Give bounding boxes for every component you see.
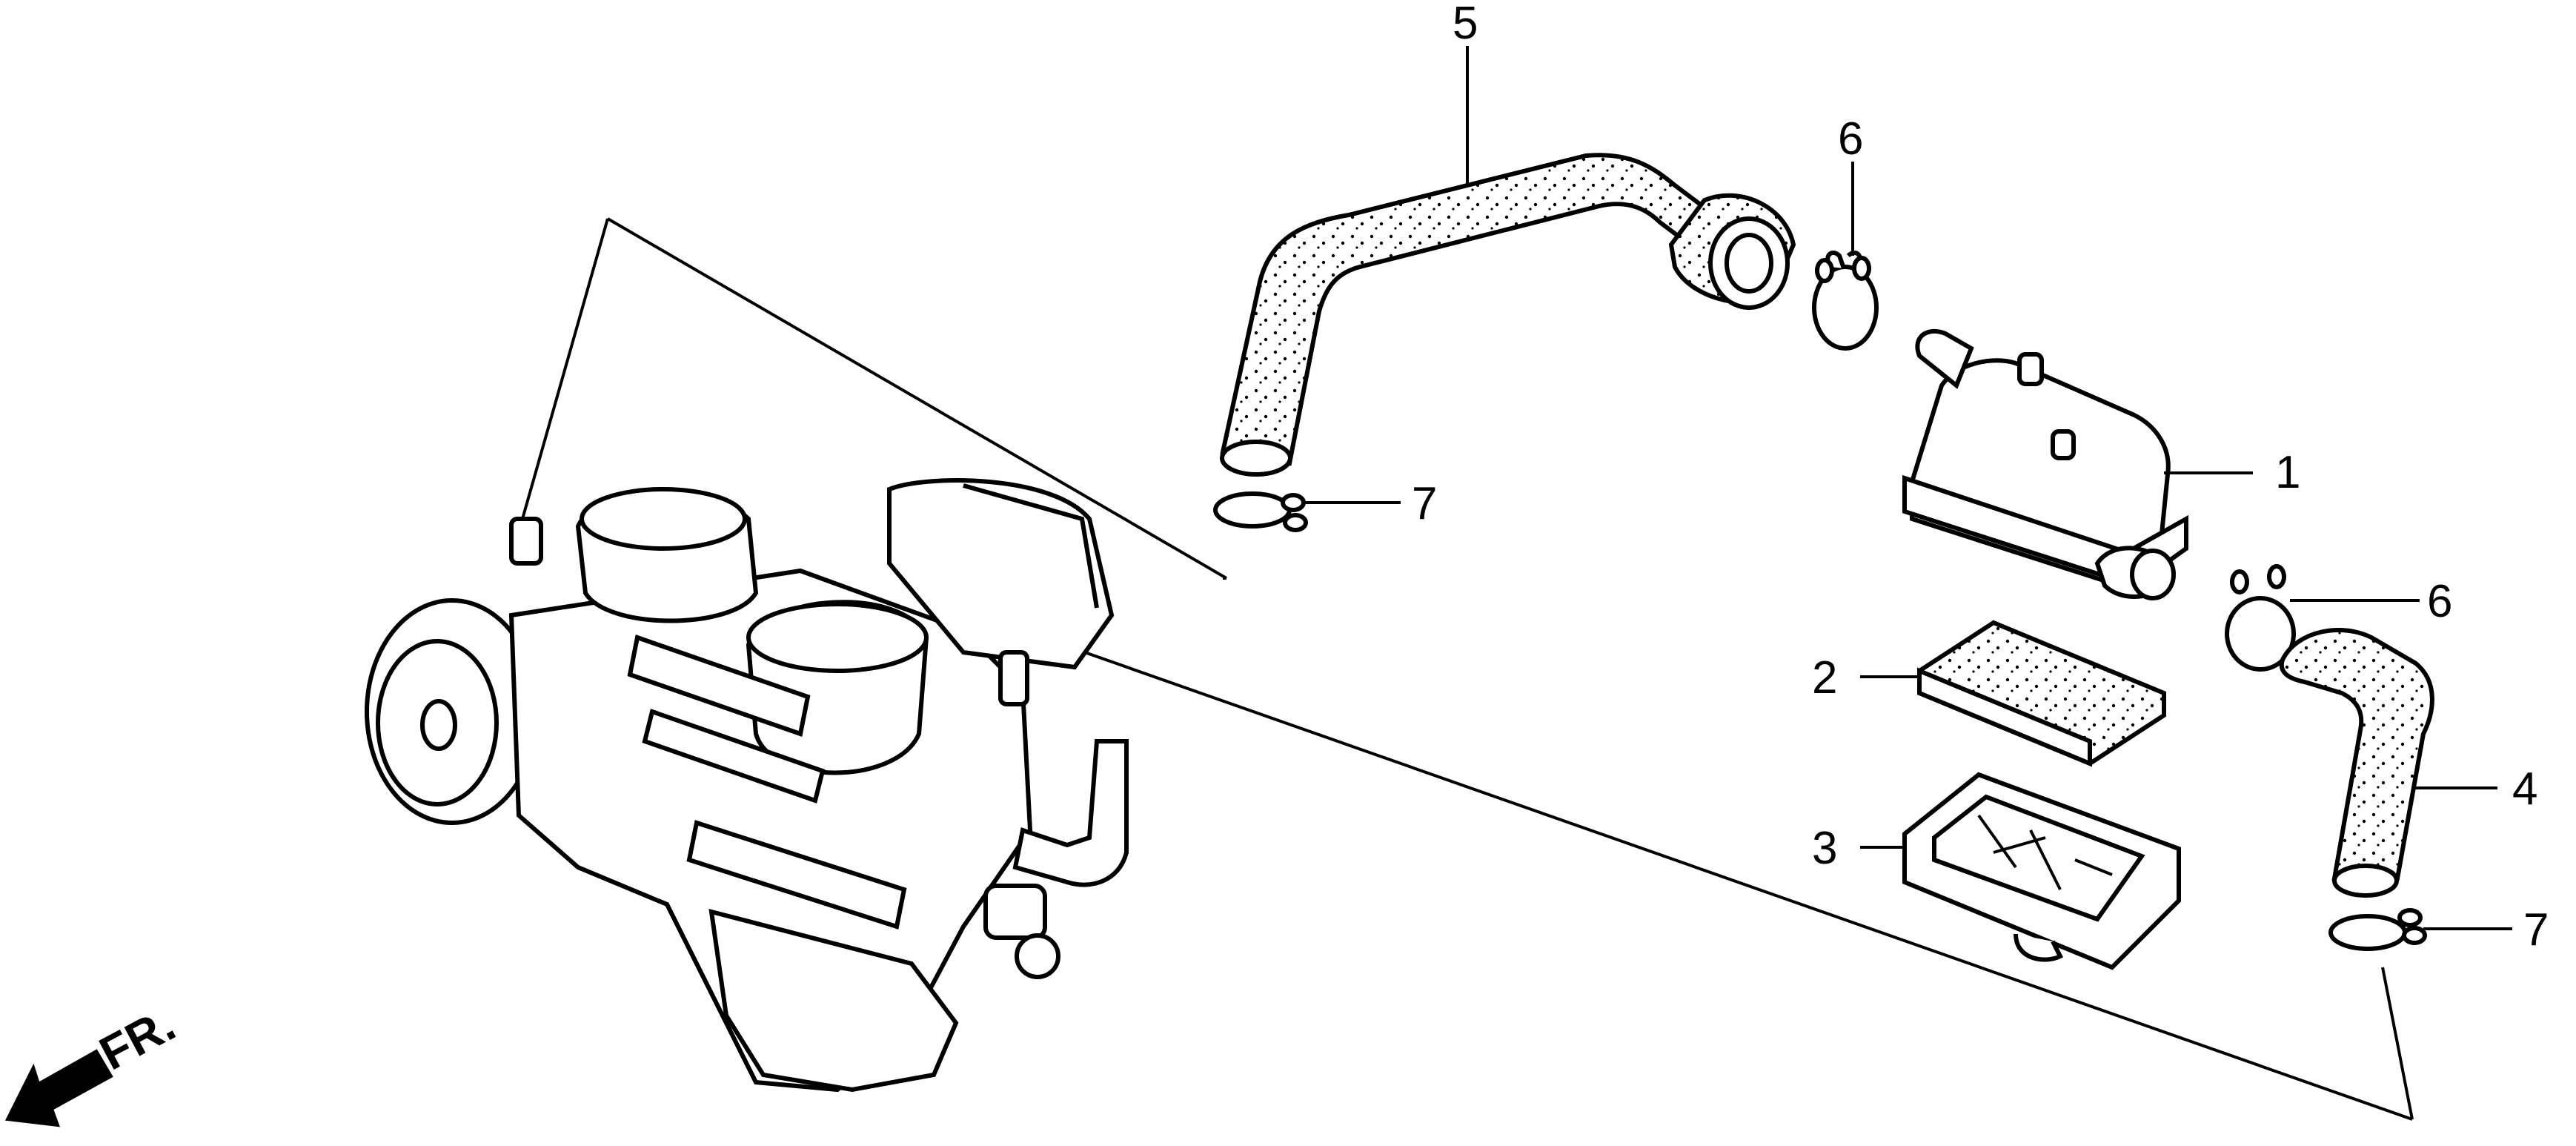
part-6-clamp-lower: [2225, 564, 2296, 672]
connection-lines: [521, 217, 2414, 1121]
part-1-chamber: [1902, 328, 2188, 600]
part-5-hose: [1220, 153, 1796, 477]
callout-5: 5: [1453, 0, 1478, 49]
part-6-clamp-upper: [1812, 251, 1879, 351]
part-7-clamp-upper: [1213, 491, 1308, 532]
part-3-case: [1902, 772, 2181, 970]
callout-6-lower: 6: [2427, 576, 2452, 627]
front-direction-indicator: FR.: [4, 997, 184, 1127]
carburetor-assembly: [365, 478, 1129, 1093]
callout-2: 2: [1812, 652, 1837, 703]
callout-labels: 1 2 3 4 5 6 6 7 7: [1412, 0, 2549, 955]
callout-1: 1: [2275, 447, 2300, 498]
leader-lines: [1304, 46, 2512, 930]
part-2-filter: [1917, 620, 2166, 767]
callout-3: 3: [1812, 823, 1837, 874]
part-4-hose: [2279, 628, 2434, 898]
part-7-clamp-lower: [2328, 908, 2427, 951]
front-arrow-icon: [4, 1049, 113, 1127]
callout-4: 4: [2512, 764, 2537, 815]
callout-6-upper: 6: [1838, 113, 1863, 165]
callout-7-lower: 7: [2523, 904, 2549, 955]
callout-7-upper: 7: [1412, 478, 1437, 529]
